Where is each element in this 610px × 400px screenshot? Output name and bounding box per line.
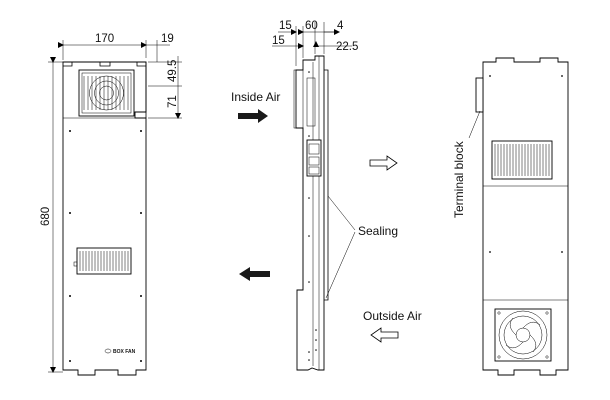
sealing-leader-bottom <box>325 231 356 299</box>
outside-air-label: Outside Air <box>363 309 422 323</box>
side-fan-frame <box>293 69 304 129</box>
dim-side-4: 4 <box>337 20 344 32</box>
front-dimension-lines <box>48 40 182 373</box>
sealing-label: Sealing <box>358 224 398 238</box>
terminal-block <box>475 77 484 113</box>
side-dimension-lines <box>272 22 352 66</box>
dim-side-15-top: 15 <box>279 20 292 32</box>
terminal-block-leader <box>468 110 481 139</box>
outside-air-in-arrow <box>370 327 399 343</box>
dim-side-15-bottom: 15 <box>272 35 285 47</box>
inside-air-out-arrow <box>369 155 398 171</box>
front-bottom-grille <box>73 247 132 275</box>
rear-mounting-holes <box>489 75 563 253</box>
brand-logo: BOX FAN <box>104 348 136 355</box>
front-view: BOX FAN 170 19 49.5 71 680 <box>40 33 182 376</box>
dim-front-offset: 19 <box>161 33 174 45</box>
side-seal-strip <box>324 69 329 301</box>
airflow-indicators: Inside Air Outside Air <box>231 90 422 343</box>
front-side-bump <box>135 62 147 118</box>
dim-side-60: 60 <box>305 20 318 32</box>
dim-front-h1: 49.5 <box>167 60 179 82</box>
dim-front-h2: 71 <box>167 95 179 108</box>
rear-body-outline <box>482 57 569 376</box>
inside-air-in-arrow <box>238 109 268 123</box>
side-body-outline <box>295 55 325 371</box>
front-mounting-holes <box>69 130 142 362</box>
rear-view: Terminal block <box>452 57 569 376</box>
terminal-block-label: Terminal block <box>452 140 466 218</box>
dim-front-width: 170 <box>95 33 114 45</box>
side-nameplate <box>306 139 322 177</box>
outside-air-return-arrow <box>239 267 270 281</box>
front-top-notches <box>63 62 146 67</box>
side-holes <box>308 71 317 361</box>
side-view: 15 60 4 15 22.5 Sealing <box>272 20 398 371</box>
rear-fan <box>494 308 552 362</box>
brand-text: BOX FAN <box>113 349 136 355</box>
sealing-leader-top <box>327 195 356 231</box>
dim-side-22-5: 22.5 <box>336 41 358 53</box>
rear-upper-grille <box>491 140 553 180</box>
dim-front-height: 680 <box>40 207 52 226</box>
inside-air-label: Inside Air <box>231 90 280 104</box>
front-fan-guard <box>78 69 135 117</box>
